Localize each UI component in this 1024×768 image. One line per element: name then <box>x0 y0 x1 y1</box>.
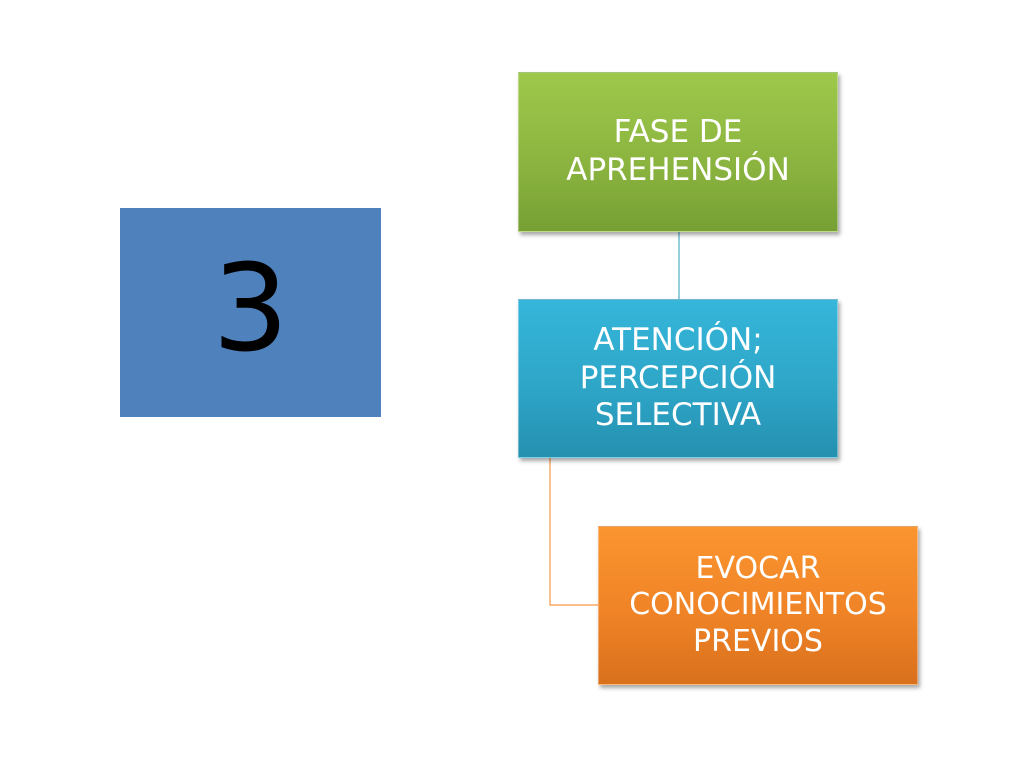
node-label: EVOCAR CONOCIMIENTOS PREVIOS <box>629 550 887 659</box>
node-evocar-conocimientos: EVOCAR CONOCIMIENTOS PREVIOS <box>598 526 918 685</box>
node-label: FASE DE APREHENSIÓN <box>566 114 790 188</box>
node-fase-aprehension: FASE DE APREHENSIÓN <box>518 72 838 232</box>
connector-attention-to-evoke <box>549 458 598 606</box>
step-number: 3 <box>212 239 289 379</box>
node-atencion-percepcion: ATENCIÓN; PERCEPCIÓN SELECTIVA <box>518 299 838 458</box>
node-label: ATENCIÓN; PERCEPCIÓN SELECTIVA <box>579 321 777 434</box>
step-number-box: 3 <box>120 208 381 417</box>
